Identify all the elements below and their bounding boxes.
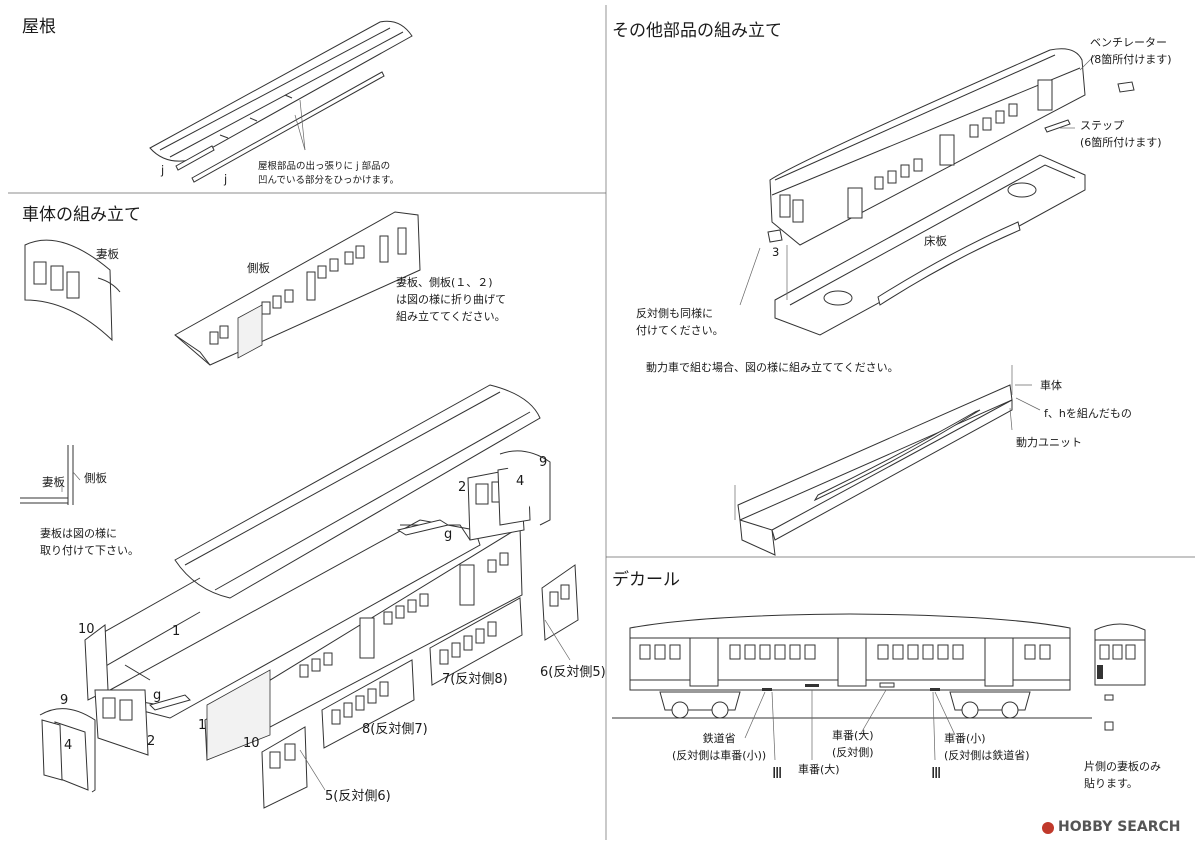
watermark-logo: [1042, 822, 1054, 834]
decal-tetsudosho-label: 鉄道省 (反対側は車番(小)): [672, 732, 767, 762]
part-10a: 10: [78, 622, 95, 637]
decal-roman-2: Ⅲ: [931, 764, 942, 782]
ventilator-label: ベンチレーター (8箇所付けます): [1090, 36, 1172, 66]
part-2a: 2: [458, 480, 467, 495]
part-2b: 2: [147, 734, 156, 749]
power-unit-drawing: [734, 365, 1041, 556]
part-g2: g: [153, 688, 162, 703]
roof-label-j2: j: [224, 172, 228, 186]
roof-label-j1: j: [161, 163, 165, 177]
decal-title: デカール: [612, 570, 680, 590]
part-10b: 10: [243, 736, 260, 751]
car-body-label: 車体: [1040, 379, 1062, 392]
part-4a: 4: [516, 474, 525, 489]
bend-note: 妻板、側板(１、２) は図の様に折り曲げて 組み立ててください。: [396, 276, 506, 323]
end-plate-label: 妻板: [96, 247, 119, 261]
part-5: 5(反対側6): [325, 789, 391, 804]
decal-end-note: 片側の妻板のみ 貼ります。: [1084, 760, 1161, 790]
part-3-label: 3: [772, 245, 780, 259]
decal-roman-1: Ⅲ: [772, 764, 783, 782]
car-assembly-drawing: [739, 48, 1135, 336]
decal-end-view-drawing: [1094, 623, 1146, 731]
opposite-side-note: 反対側も同様に 付けてください。: [636, 307, 724, 337]
side-plate-label: 側板: [247, 261, 270, 275]
fh-assembled-label: f、hを組んだもの: [1044, 407, 1132, 420]
decal-shaban-small-label: 車番(小) (反対側は鉄道省): [944, 732, 1030, 762]
part-9b: 9: [60, 693, 69, 708]
roof-drawing: [149, 20, 413, 183]
power-unit-label: 動力ユニット: [1016, 436, 1082, 449]
exploded-body-drawing: [39, 384, 579, 809]
power-car-note: 動力車で組む場合、図の様に組み立ててください。: [646, 361, 899, 374]
step-label: ステップ (6箇所付けます): [1080, 119, 1162, 149]
other-parts-title: その他部品の組み立て: [612, 21, 782, 41]
part-4b: 4: [64, 738, 73, 753]
floor-label: 床板: [924, 234, 947, 248]
watermark-text: HOBBY SEARCH: [1058, 819, 1181, 835]
decal-side-view-drawing: [612, 613, 1092, 761]
attach-note: 妻板は図の様に 取り付けて下さい。: [40, 527, 139, 557]
decal-shaban-large-label: 車番(大): [798, 763, 840, 776]
decal-shaban-large-opposite-label: 車番(大) (反対側): [832, 729, 874, 759]
side-plate-drawing: [174, 211, 421, 366]
corner-detail-drawing: [20, 445, 81, 505]
roof-title: 屋根: [22, 17, 56, 37]
part-9a: 9: [539, 455, 548, 470]
corner-side-label: 側板: [84, 471, 107, 485]
roof-note: 屋根部品の出っ張りに j 部品の 凹んでいる部分をひっかけます。: [258, 161, 400, 186]
part-g1: g: [444, 527, 453, 542]
corner-end-label: 妻板: [42, 475, 65, 489]
part-7: 7(反対側8): [442, 672, 508, 687]
part-6: 6(反対側5): [540, 665, 606, 680]
part-8: 8(反対側7): [362, 722, 428, 737]
part-1a: 1: [172, 624, 181, 639]
body-assembly-title: 車体の組み立て: [22, 205, 141, 225]
end-plate-drawing: [24, 239, 121, 342]
part-1b: 1: [198, 718, 207, 733]
